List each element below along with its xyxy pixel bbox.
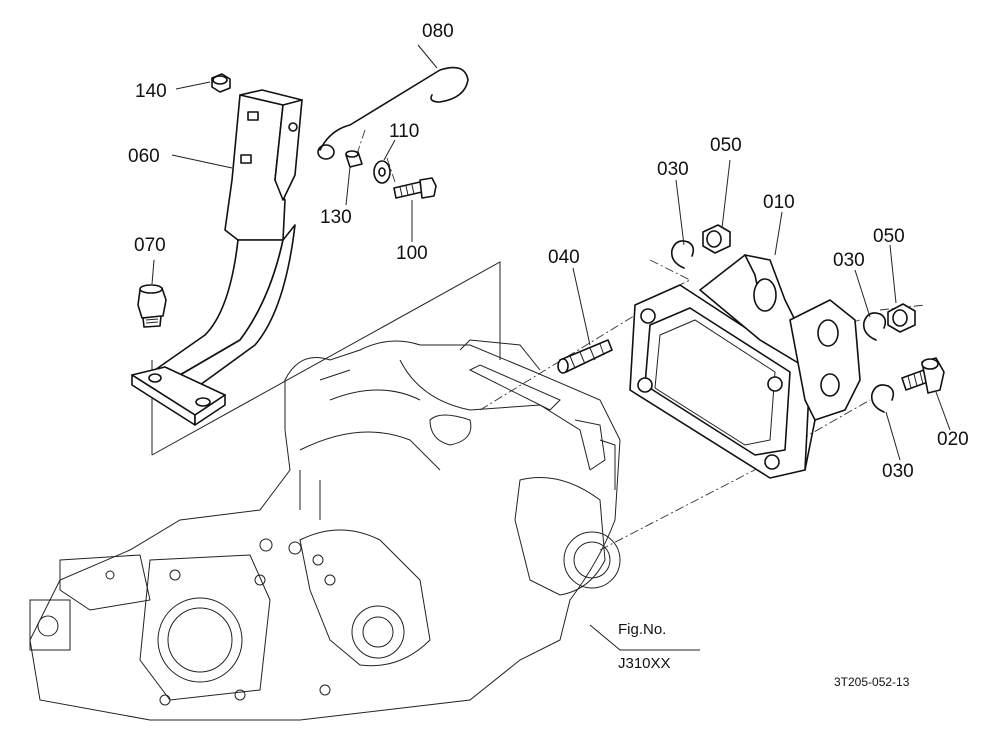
callout-060: 060 — [128, 146, 160, 167]
callout-050-lower: 050 — [873, 226, 905, 247]
figure-ref-label: Fig.No. — [618, 621, 666, 638]
callout-080: 080 — [422, 21, 454, 42]
nut-050-upper — [702, 224, 731, 254]
callout-030-upper: 030 — [657, 159, 689, 180]
stud-bolt-040 — [557, 339, 613, 374]
return-spring-080 — [317, 66, 469, 160]
drawing-code: 3T205-052-13 — [834, 675, 910, 689]
figure-ref-number: J310XX — [618, 655, 671, 672]
callout-110: 110 — [389, 121, 419, 142]
callout-010: 010 — [763, 192, 795, 213]
stopper-bolt-070 — [137, 284, 167, 328]
hex-nut-140 — [211, 73, 231, 93]
nut-050-lower — [887, 303, 916, 333]
callout-070: 070 — [134, 235, 166, 256]
callout-100: 100 — [396, 243, 428, 264]
callout-130: 130 — [320, 207, 352, 228]
circlip-030-middle — [862, 312, 887, 341]
callout-050-upper: 050 — [710, 135, 742, 156]
pedal-arm-060 — [131, 89, 303, 426]
circlip-030-upper — [670, 240, 695, 269]
washer-110 — [373, 160, 391, 184]
leader-lines — [151, 44, 951, 651]
callout-030-middle: 030 — [833, 250, 865, 271]
callout-040: 040 — [548, 247, 580, 268]
bolt-100 — [393, 177, 437, 199]
callout-030-lower: 030 — [882, 461, 914, 482]
figure-reference: Fig.No. J310XX — [618, 621, 671, 672]
bracket-010 — [629, 254, 861, 479]
circlip-030-lower — [870, 384, 895, 413]
callout-020: 020 — [937, 429, 969, 450]
transmission-housing — [29, 339, 621, 721]
callout-labels: 080 140 110 060 130 100 070 050 030 010 … — [128, 21, 969, 482]
callout-140: 140 — [135, 81, 167, 102]
collar-130 — [345, 150, 363, 168]
bolt-020 — [901, 357, 945, 394]
